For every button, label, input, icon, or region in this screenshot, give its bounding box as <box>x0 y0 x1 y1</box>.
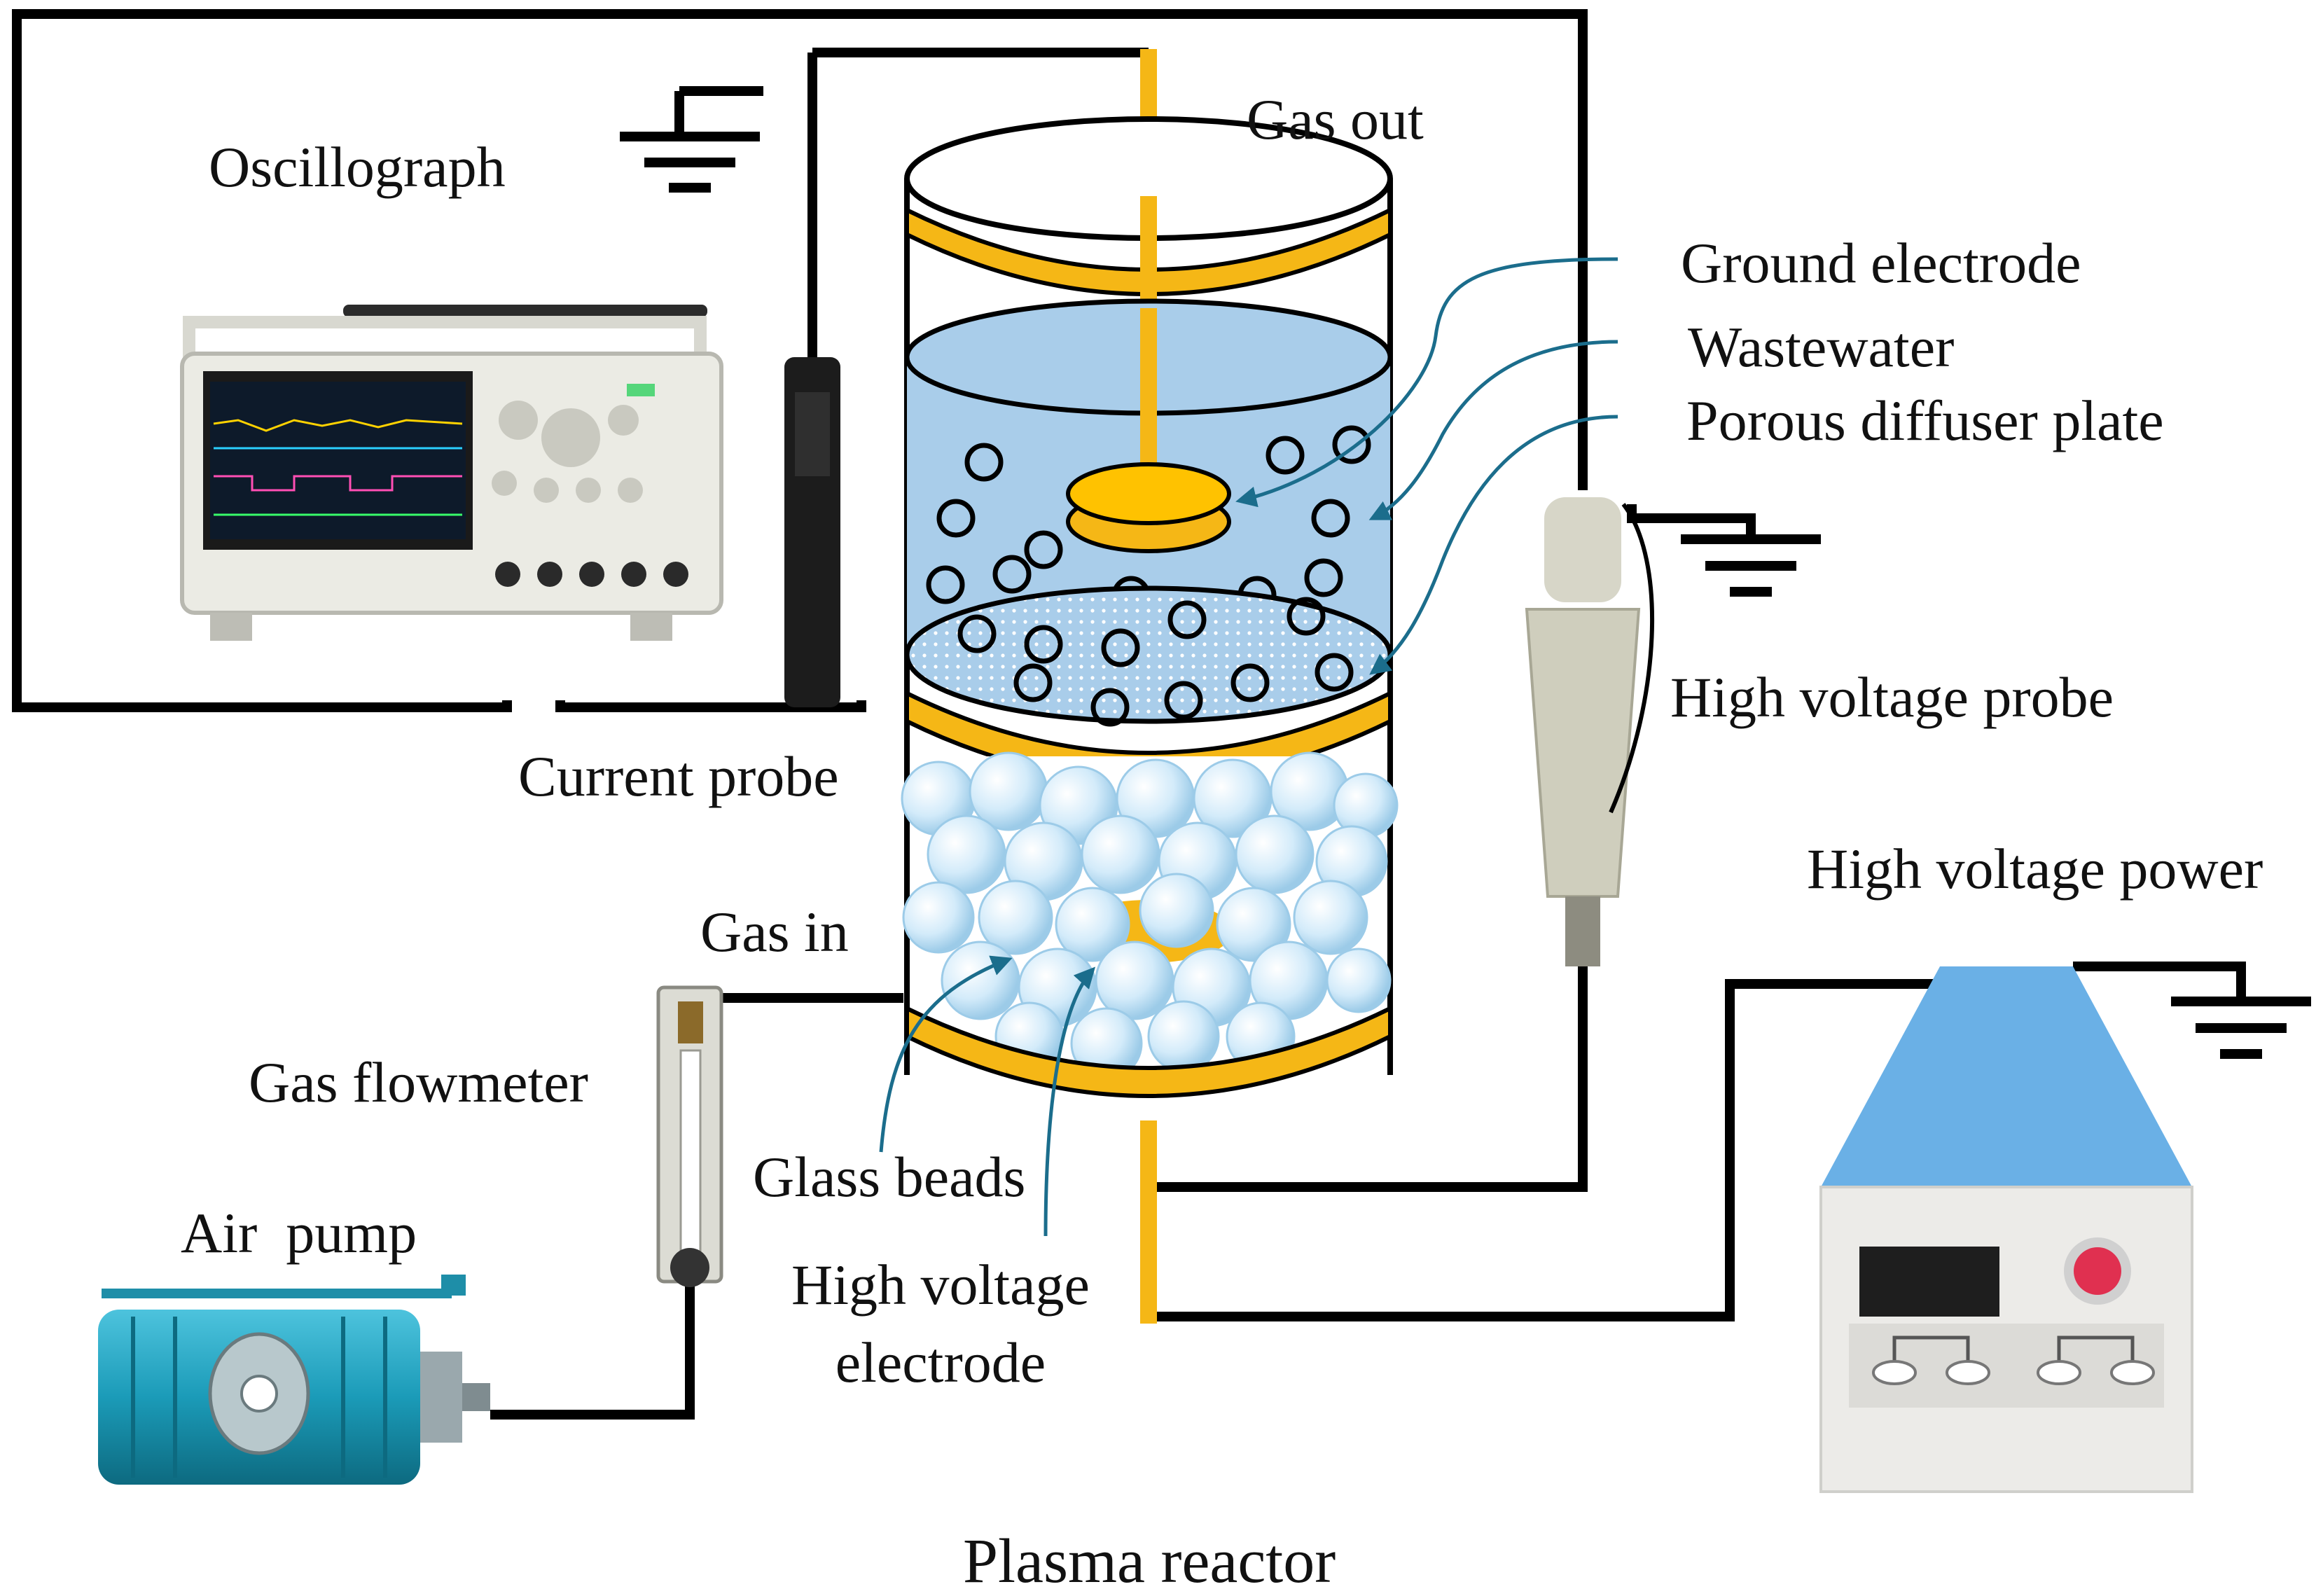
voltage-probe-icon <box>1525 497 1655 966</box>
ground-symbol-icon <box>2171 997 2311 1059</box>
wiring <box>12 9 2246 1420</box>
label-oscillograph: Oscillograph <box>209 135 506 199</box>
diagram-caption: Plasma reactor <box>963 1527 1336 1596</box>
ground-symbol-icon <box>620 132 760 193</box>
glass-beads <box>901 751 1399 1080</box>
oscilloscope-icon <box>180 305 723 641</box>
label-high-voltage-probe: High voltage probe <box>1670 665 2114 729</box>
ground-electrode <box>1066 462 1231 525</box>
label-porous-diffuser-plate: Porous diffuser plate <box>1686 389 2164 452</box>
label-high-voltage-power: High voltage power <box>1807 837 2263 901</box>
label-current-probe: Current probe <box>518 744 839 808</box>
label-ground-electrode: Ground electrode <box>1681 231 2081 295</box>
label-gas-in: Gas in <box>700 900 849 964</box>
power-supply-icon <box>1819 966 2193 1493</box>
label-glass-beads: Glass beads <box>753 1145 1026 1209</box>
label-high-voltage-electrode: High voltage electrode <box>791 1253 1090 1394</box>
annotation-arrows <box>879 257 1618 1237</box>
label-gas-flowmeter: Gas flowmeter <box>249 1050 588 1114</box>
current-probe-icon <box>784 357 840 707</box>
label-gas-out: Gas out <box>1247 88 1424 151</box>
air-pump-icon <box>98 1275 490 1485</box>
flowmeter-icon <box>656 985 723 1287</box>
porous-diffuser-plate <box>904 585 1393 724</box>
ground-symbol-icon <box>1681 534 1821 597</box>
plasma-reactor <box>901 49 1399 1324</box>
label-air-pump: Air pump <box>181 1201 417 1265</box>
label-wastewater: Wastewater <box>1688 315 1955 379</box>
high-voltage-electrode-rod <box>1140 1120 1157 1324</box>
